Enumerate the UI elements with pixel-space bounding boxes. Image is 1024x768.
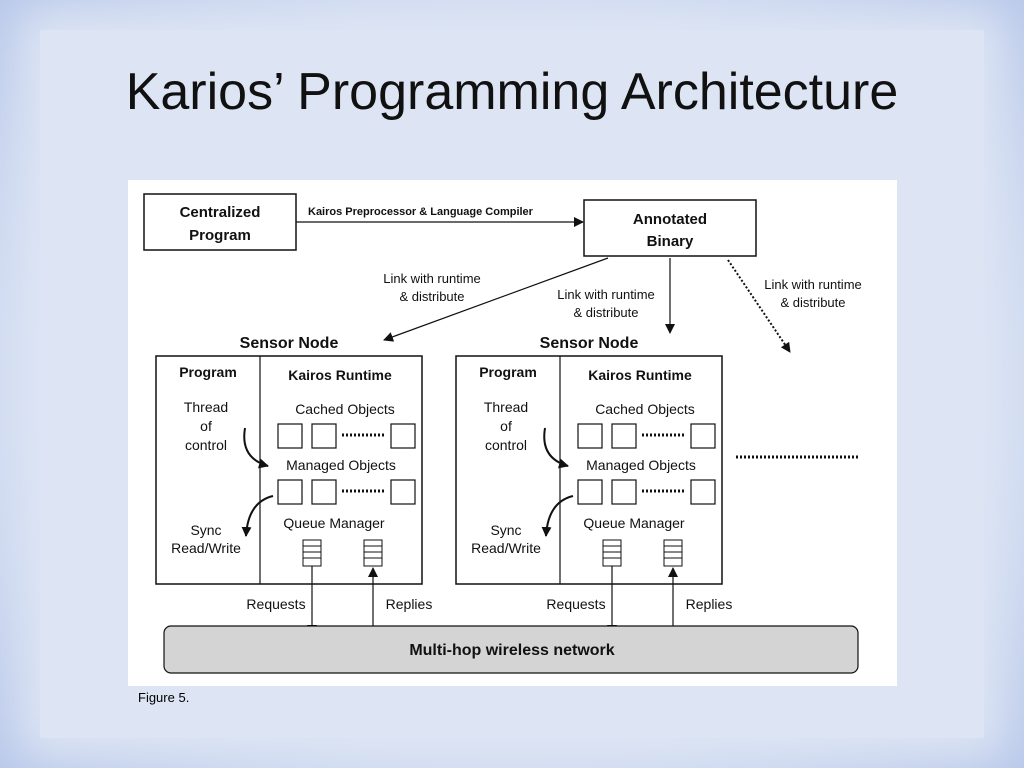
managed-object xyxy=(390,479,416,505)
replies-label: Replies xyxy=(686,596,733,612)
managed-object xyxy=(577,479,603,505)
link-label-3b: & distribute xyxy=(780,295,845,310)
requests-label: Requests xyxy=(246,596,305,612)
sensor-node-title: Sensor Node xyxy=(540,335,639,352)
link-label-1a: Link with runtime xyxy=(383,271,481,286)
slide-title: Karios’ Programming Architecture xyxy=(125,63,899,121)
reply-queue-icon xyxy=(663,539,683,567)
link-label-2b: & distribute xyxy=(573,305,638,320)
kairos-runtime-label: Kairos Runtime xyxy=(288,367,392,383)
sensor-node-2: Sensor Node Program Kairos Runtime Threa… xyxy=(455,335,733,636)
of-label: of xyxy=(500,418,512,434)
network-bar xyxy=(163,625,859,674)
centralized-program-box xyxy=(143,193,297,251)
link-label-2a: Link with runtime xyxy=(557,287,655,302)
cached-object xyxy=(690,423,716,449)
requests-label: Requests xyxy=(546,596,605,612)
cached-object xyxy=(577,423,603,449)
managed-to-sync-arrow xyxy=(241,495,274,537)
of-label: of xyxy=(200,418,212,434)
request-queue-icon xyxy=(602,539,622,567)
queue-manager-label: Queue Manager xyxy=(283,515,385,531)
thread-label: Thread xyxy=(184,399,228,415)
link-label-1b: & distribute xyxy=(399,289,464,304)
annotated-binary-line2: Binary xyxy=(647,233,694,250)
reply-queue-icon xyxy=(363,539,383,567)
read-write-label: Read/Write xyxy=(471,540,541,556)
cached-objects-label: Cached Objects xyxy=(295,401,395,417)
sensor-node-title: Sensor Node xyxy=(240,335,339,352)
sensor-node-1: Sensor Node Program Kairos Runtime Threa… xyxy=(155,335,433,636)
program-label: Program xyxy=(179,364,237,380)
managed-object xyxy=(611,479,637,505)
compiler-label: Kairos Preprocessor & Language Compiler xyxy=(308,206,534,218)
cached-object xyxy=(311,423,337,449)
managed-objects-label: Managed Objects xyxy=(586,457,696,473)
managed-object xyxy=(277,479,303,505)
architecture-diagram: Centralized Program Kairos Preprocessor … xyxy=(143,193,862,674)
cached-objects-label: Cached Objects xyxy=(595,401,695,417)
distribute-arrow-more xyxy=(727,259,791,353)
read-write-label: Read/Write xyxy=(171,540,241,556)
network-label: Multi-hop wireless network xyxy=(409,642,614,659)
architecture-figure: Centralized Program Kairos Preprocessor … xyxy=(128,180,897,686)
thread-to-managed-arrow xyxy=(543,427,569,469)
centralized-program-line2: Program xyxy=(189,227,251,244)
distribute-arrow-node1 xyxy=(383,257,609,342)
sync-label: Sync xyxy=(190,522,221,538)
kairos-runtime-label: Kairos Runtime xyxy=(588,367,692,383)
managed-object xyxy=(311,479,337,505)
managed-to-sync-arrow xyxy=(541,495,574,537)
cached-object xyxy=(390,423,416,449)
managed-object xyxy=(690,479,716,505)
control-label: control xyxy=(185,437,227,453)
sync-label: Sync xyxy=(490,522,521,538)
replies-label: Replies xyxy=(386,596,433,612)
queue-manager-label: Queue Manager xyxy=(583,515,685,531)
control-label: control xyxy=(485,437,527,453)
cached-object xyxy=(277,423,303,449)
program-label: Program xyxy=(479,364,537,380)
centralized-program-line1: Centralized xyxy=(180,204,261,221)
link-label-3a: Link with runtime xyxy=(764,277,862,292)
annotated-binary-box xyxy=(583,199,757,257)
managed-objects-label: Managed Objects xyxy=(286,457,396,473)
thread-to-managed-arrow xyxy=(243,427,269,469)
figure-caption: Figure 5. xyxy=(138,690,190,705)
thread-label: Thread xyxy=(484,399,528,415)
request-queue-icon xyxy=(302,539,322,567)
annotated-binary-line1: Annotated xyxy=(633,211,707,228)
cached-object xyxy=(611,423,637,449)
